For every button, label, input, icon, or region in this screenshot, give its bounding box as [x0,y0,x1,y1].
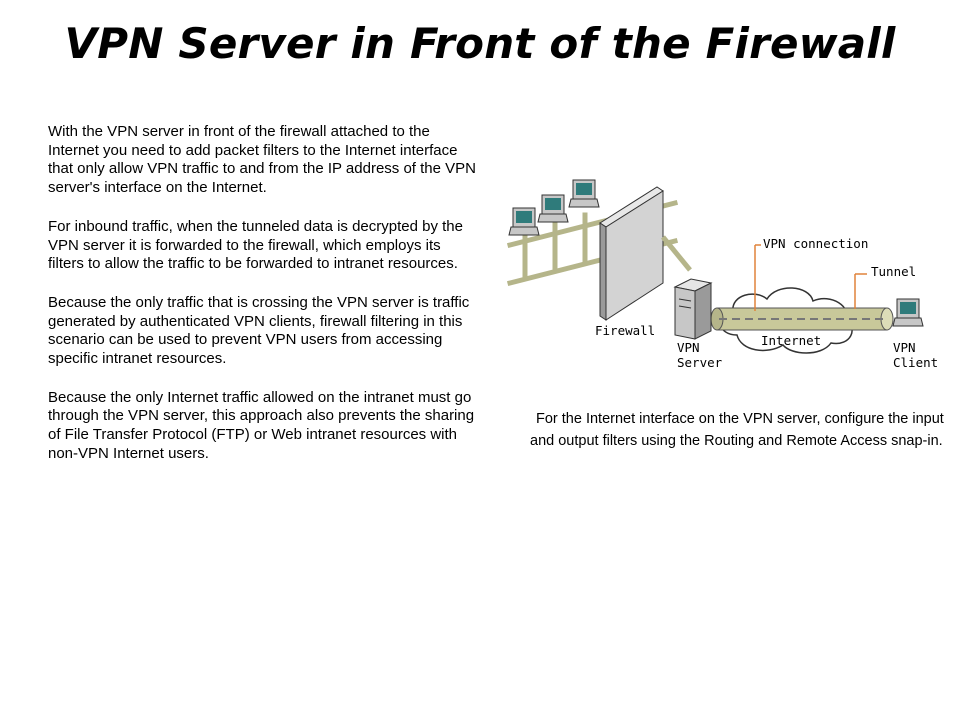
firewall-icon [599,186,664,321]
vpn-server-icon [673,278,713,340]
intranet-computer-icon [568,179,600,208]
paragraph-packet-filters: With the VPN server in front of the fire… [48,123,476,197]
diagram-caption: For the Internet interface on the VPN se… [530,411,944,449]
callout-lines [754,244,867,311]
slide-title: VPN Server in Front of the Firewall [64,19,896,68]
internet-label: Internet [761,333,821,348]
vpn-client-computer-icon [892,298,924,327]
paragraph-ftp-web-sharing: Because the only Internet traffic allowe… [48,388,475,462]
body-text: With the VPN server in front of the fire… [48,123,478,484]
vpn-client-label-line1: VPN [893,340,916,355]
paragraph-firewall-filtering: Because the only traffic that is crossin… [48,293,470,368]
intranet-computer-icon [508,207,540,236]
firewall-server-cable [661,235,692,272]
vpn-connection-label: VPN connection [763,236,868,251]
vpn-tunnel [710,307,894,331]
vpn-server-label-line1: VPN [677,340,700,355]
paragraph-inbound-traffic: For inbound traffic, when the tunneled d… [48,217,463,273]
tunnel-label: Tunnel [871,264,916,279]
intranet-computer-icon [537,194,569,223]
vpn-server-label-line2: Server [677,355,723,370]
vpn-network-diagram: VPN connection Tunnel Firewall Internet … [506,179,938,370]
firewall-label: Firewall [595,323,655,338]
vpn-client-label-line2: Client [893,355,938,370]
